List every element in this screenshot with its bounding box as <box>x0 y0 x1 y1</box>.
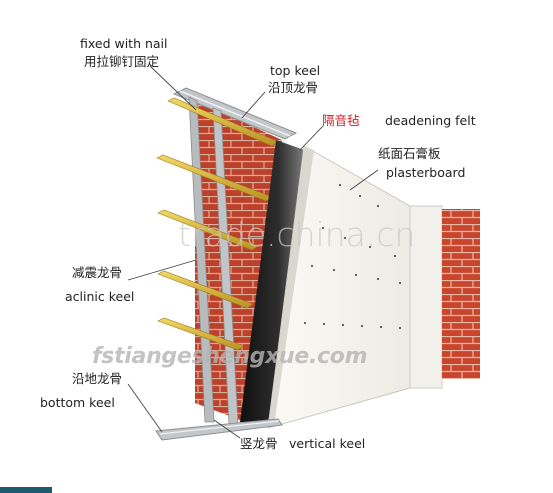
label-top-keel-en: top keel <box>270 63 321 78</box>
top-keel-edge <box>179 90 291 137</box>
label-aclinic-cn: 减震龙骨 <box>72 265 123 280</box>
label-top-keel-cn: 沿顶龙骨 <box>268 80 319 95</box>
watermark-company: fstiangeshengxue.com <box>92 344 368 369</box>
bottom-keel-edge <box>159 420 280 435</box>
label-bottom-cn: 沿地龙骨 <box>72 371 123 386</box>
plasterboard-screws <box>303 183 402 330</box>
label-fixed-cn: 用拉铆钉固定 <box>84 54 160 69</box>
footer-bar <box>0 487 52 493</box>
label-plasterboard-en: plasterboard <box>386 165 466 180</box>
vertical-keel-left <box>188 96 215 423</box>
plasterboard-edge <box>268 146 314 428</box>
label-felt-cn: 隔音毡 <box>322 113 360 128</box>
label-vertical-cn: 竖龙骨 <box>240 436 278 451</box>
label-bottom-en: bottom keel <box>40 395 115 410</box>
label-plasterboard-cn: 纸面石膏板 <box>378 146 441 161</box>
deadening-felt <box>240 140 310 423</box>
label-felt-en: deadening felt <box>385 113 476 128</box>
label-vertical-en: vertical keel <box>289 436 366 451</box>
watermark-site: trade.china.cn <box>178 215 416 254</box>
label-aclinic-en: aclinic keel <box>65 289 135 304</box>
brick-column <box>442 209 480 379</box>
leader-lines <box>127 65 379 439</box>
label-fixed-en: fixed with nail <box>80 36 168 51</box>
rear-panel <box>409 205 443 389</box>
